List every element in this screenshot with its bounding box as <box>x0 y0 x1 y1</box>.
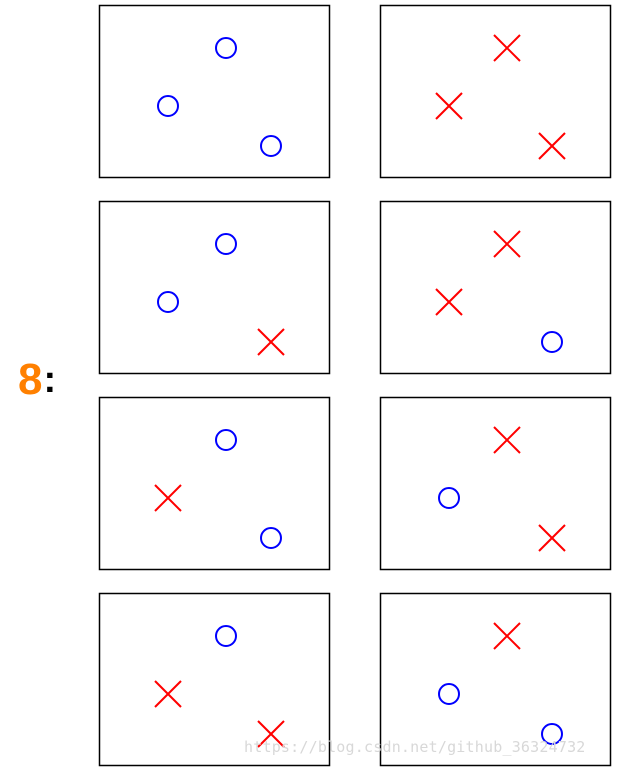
panel-frame <box>379 592 612 767</box>
panel-frame <box>379 396 612 571</box>
panel-frame <box>379 200 612 375</box>
x-marker-left <box>154 680 182 708</box>
panel-frame <box>98 4 331 179</box>
configuration-panel-3 <box>98 200 331 375</box>
dichotomy-count-label: 8: <box>18 350 56 410</box>
configuration-panel-8 <box>379 592 612 767</box>
x-marker-bottom-right <box>538 132 566 160</box>
panel-frame <box>379 4 612 179</box>
configuration-panel-6 <box>379 396 612 571</box>
x-marker-top <box>493 622 521 650</box>
o-marker-top <box>215 37 237 59</box>
configuration-panel-2 <box>379 4 612 179</box>
o-marker-top <box>215 233 237 255</box>
o-marker-top <box>215 625 237 647</box>
x-marker-left <box>154 484 182 512</box>
panel-frame <box>98 396 331 571</box>
x-marker-bottom-right <box>538 524 566 552</box>
x-marker-bottom-right <box>257 328 285 356</box>
o-marker-bottom-right <box>541 331 563 353</box>
x-marker-top <box>493 230 521 258</box>
x-marker-left <box>435 92 463 120</box>
o-marker-bottom-right <box>260 135 282 157</box>
x-marker-top <box>493 34 521 62</box>
o-marker-left <box>157 95 179 117</box>
o-marker-left <box>438 487 460 509</box>
count-colon: : <box>43 359 57 401</box>
dichotomy-count-number: 8 <box>18 355 43 404</box>
configuration-panel-4 <box>379 200 612 375</box>
configuration-panel-7 <box>98 592 331 767</box>
x-marker-bottom-right <box>257 720 285 748</box>
configuration-panel-1 <box>98 4 331 179</box>
o-marker-bottom-right <box>260 527 282 549</box>
o-marker-left <box>157 291 179 313</box>
o-marker-left <box>438 683 460 705</box>
panel-frame <box>98 592 331 767</box>
x-marker-left <box>435 288 463 316</box>
panel-frame <box>98 200 331 375</box>
source-watermark: https://blog.csdn.net/github_36324732 <box>244 738 586 756</box>
o-marker-bottom-right <box>541 723 563 745</box>
o-marker-top <box>215 429 237 451</box>
x-marker-top <box>493 426 521 454</box>
configuration-panel-5 <box>98 396 331 571</box>
